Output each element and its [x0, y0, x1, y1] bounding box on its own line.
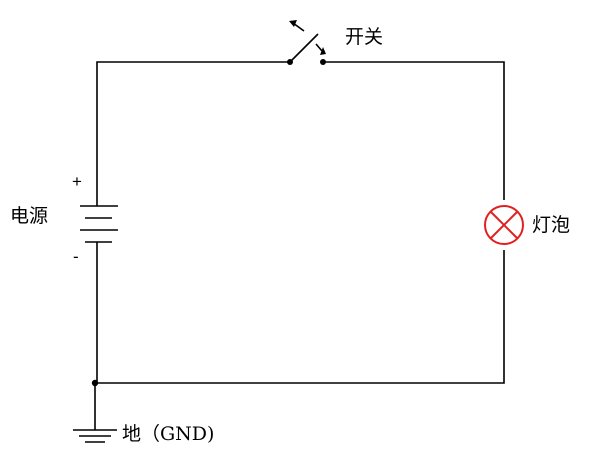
battery-icon	[80, 205, 118, 243]
lamp-icon	[484, 205, 524, 245]
lamp-label: 灯泡	[532, 214, 571, 236]
plus-sign: +	[72, 172, 82, 191]
ground-label: 地（GND)	[122, 423, 215, 445]
switch-label: 开关	[345, 26, 384, 48]
ground-icon	[73, 429, 117, 443]
switch-icon	[287, 20, 326, 65]
power-label: 电源	[10, 205, 49, 227]
junction-dot	[91, 379, 99, 387]
minus-sign: -	[73, 247, 79, 266]
circuit-wires	[94, 61, 505, 430]
